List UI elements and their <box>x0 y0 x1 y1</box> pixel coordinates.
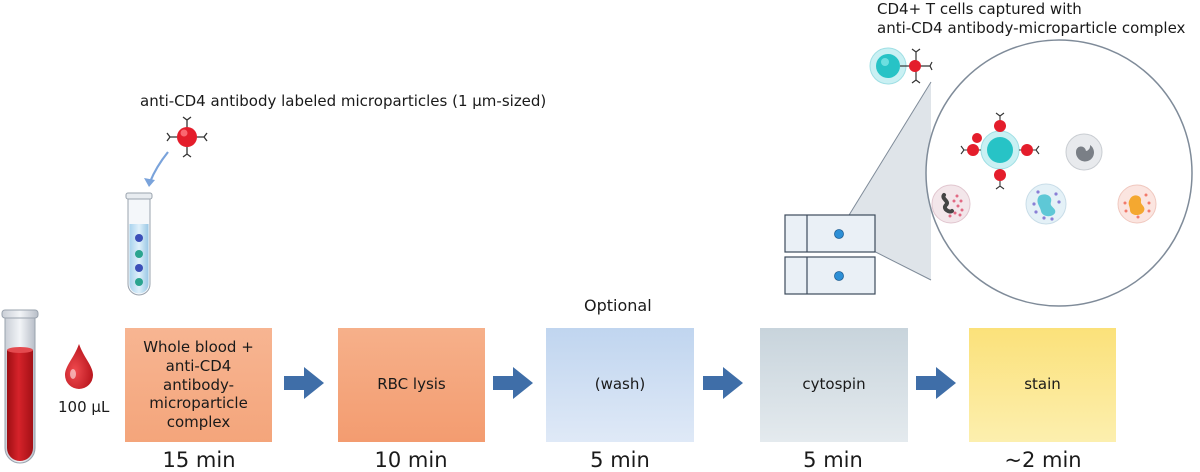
step-time-whole-blood: 15 min <box>162 448 236 472</box>
neutrophil-cell-icon <box>1117 184 1157 224</box>
captured-cell-icon <box>869 47 933 85</box>
step-time-rbc-lysis: 10 min <box>374 448 448 472</box>
captured-cells-label: CD4+ T cells captured with anti-CD4 anti… <box>877 0 1186 37</box>
flow-arrow-icon <box>916 367 956 399</box>
test-tube-icon <box>125 192 153 296</box>
flow-arrow-icon <box>493 367 533 399</box>
slide-icon <box>784 214 876 253</box>
step-box-stain: stain <box>969 328 1116 442</box>
curved-arrow-icon <box>144 151 169 187</box>
step-box-wash: (wash) <box>546 328 694 442</box>
step-box-rbc-lysis: RBC lysis <box>338 328 485 442</box>
captured-cd4-cell-icon <box>960 112 1040 190</box>
slide-icon <box>784 256 876 295</box>
eosinophil-cell-icon <box>931 184 971 224</box>
volume-label: 100 µL <box>58 398 110 416</box>
step-time-wash: 5 min <box>590 448 650 472</box>
flow-arrow-icon <box>703 367 743 399</box>
optional-label: Optional <box>584 296 652 315</box>
step-time-stain: ~2 min <box>1004 448 1082 472</box>
blood-tube-icon <box>1 309 39 464</box>
microparticle-label: anti-CD4 antibody labeled microparticles… <box>140 92 547 110</box>
basophil-cell-icon <box>1025 183 1067 225</box>
step-box-cytospin: cytospin <box>760 328 908 442</box>
microparticle-icon <box>166 116 208 158</box>
step-time-cytospin: 5 min <box>803 448 863 472</box>
blood-drop-icon <box>65 344 93 389</box>
step-box-whole-blood: Whole blood + anti-CD4 antibody- micropa… <box>125 328 272 442</box>
monocyte-cell-icon <box>1065 133 1103 171</box>
flow-arrow-icon <box>284 367 324 399</box>
magnified-view-icon <box>925 39 1193 307</box>
